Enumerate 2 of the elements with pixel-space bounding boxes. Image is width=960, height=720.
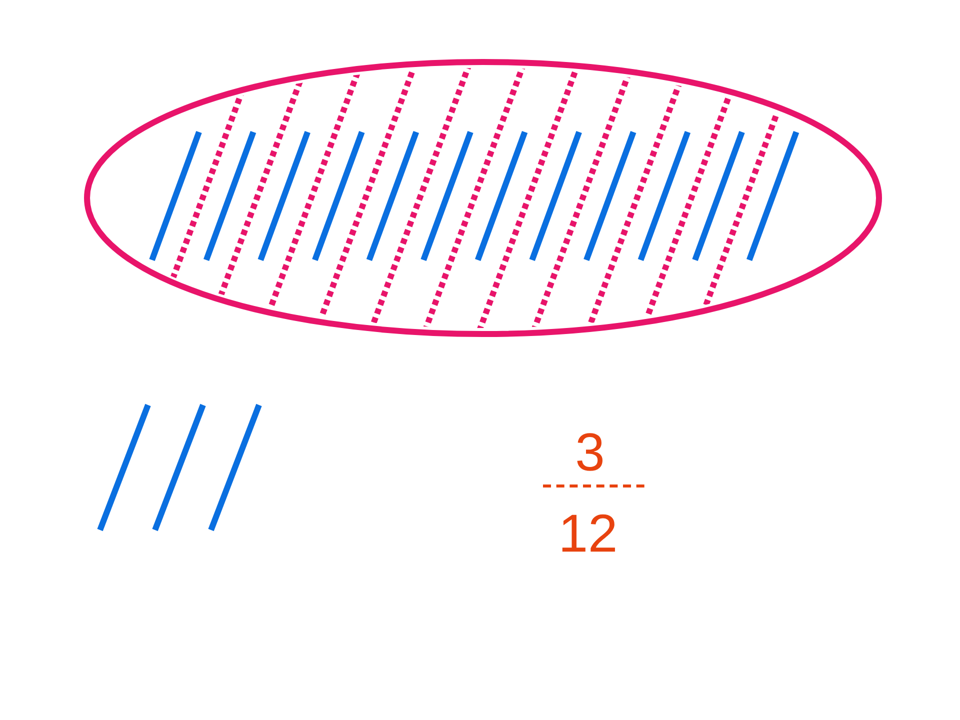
number: 12 xyxy=(562,514,615,552)
number: 3 xyxy=(577,433,602,471)
